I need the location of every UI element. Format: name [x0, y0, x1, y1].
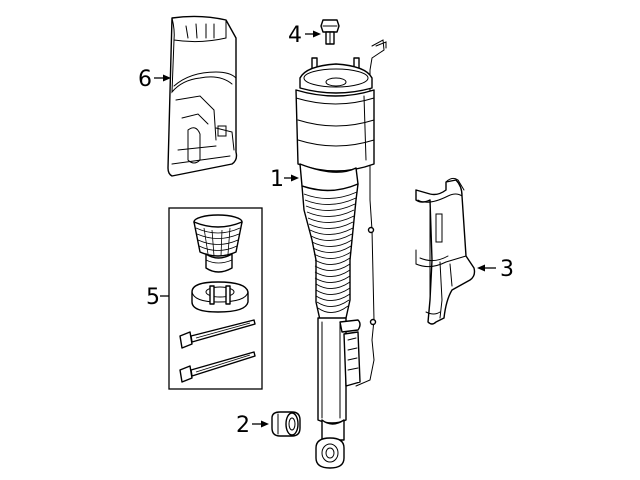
callout-label-2: 2 — [236, 413, 250, 438]
callout-label-6: 6 — [138, 67, 152, 92]
kit-cable-tie-2 — [179, 351, 256, 383]
part-3-strut-shield — [415, 177, 476, 325]
part-5-repair-kit — [168, 207, 263, 390]
kit-box-frame — [168, 207, 263, 390]
part-6-heat-shield — [167, 15, 238, 177]
callout-6: 6 — [138, 67, 171, 92]
callout-5: 5 — [146, 285, 169, 310]
callout-1-arrowhead — [291, 174, 299, 182]
part-1-air-strut — [295, 39, 387, 469]
callout-2: 2 — [236, 413, 269, 438]
part-2-bushing — [271, 411, 301, 437]
kit-clip-ring — [191, 281, 249, 313]
callout-label-5: 5 — [146, 285, 160, 310]
kit-cable-tie-1 — [179, 319, 256, 349]
part-4-top-nut — [320, 19, 340, 45]
callout-1: 1 — [270, 167, 299, 192]
callout-3-arrowhead — [477, 264, 485, 272]
callout-4-arrowhead — [313, 30, 321, 38]
callout-label-1: 1 — [270, 167, 284, 192]
kit-boot — [193, 214, 243, 273]
callout-3: 3 — [477, 257, 514, 282]
callout-6-arrowhead — [163, 74, 171, 82]
callout-4: 4 — [288, 23, 321, 48]
callout-2-arrowhead — [261, 420, 269, 428]
callout-label-3: 3 — [500, 257, 514, 282]
callout-label-4: 4 — [288, 23, 302, 48]
